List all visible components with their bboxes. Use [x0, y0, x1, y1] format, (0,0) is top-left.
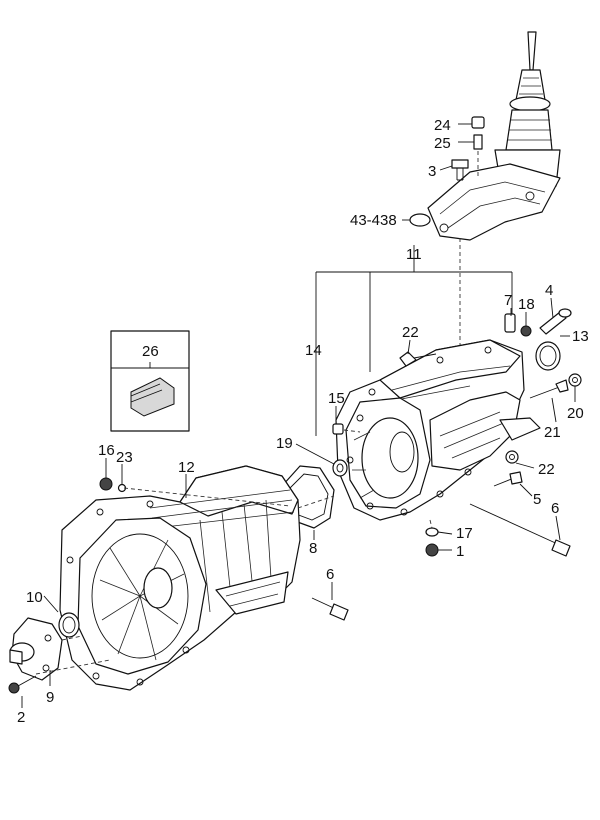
shift-lever-assembly	[427, 31, 561, 241]
label-2: 2	[17, 709, 25, 726]
plug-24	[471, 116, 485, 129]
label-19: 19	[276, 435, 293, 452]
label-12: 12	[178, 459, 195, 476]
callout-labels: 11 24 25 3 43-438 7 18 4 13 22 14 20 21 …	[17, 117, 589, 726]
ring-19	[332, 459, 348, 477]
extension-housing	[335, 339, 541, 521]
oring-17	[425, 527, 439, 537]
label-10: 10	[26, 589, 43, 606]
label-26: 26	[142, 343, 159, 360]
label-20: 20	[567, 405, 584, 422]
bolt-22-lower	[505, 450, 519, 464]
plug-1	[425, 543, 439, 557]
bolt-6-left	[311, 597, 349, 621]
label-6-left: 6	[326, 566, 334, 583]
label-16: 16	[98, 442, 115, 459]
label-7: 7	[504, 292, 512, 309]
label-9: 9	[46, 689, 54, 706]
plug-20	[568, 373, 582, 387]
bolt-5	[493, 471, 523, 487]
part-26-box	[110, 330, 190, 432]
bolt-21	[529, 379, 569, 399]
pin-25	[473, 134, 483, 150]
transmission-case-12	[59, 465, 301, 691]
bolt-2	[8, 675, 37, 694]
label-22-lower: 22	[538, 461, 555, 478]
pin-7	[504, 313, 516, 333]
label-6-right: 6	[551, 500, 559, 517]
bolt-6-right	[469, 503, 571, 557]
label-43-438: 43-438	[350, 212, 397, 229]
seal-13	[535, 341, 561, 371]
bearing-retainer-9	[9, 617, 63, 681]
label-21: 21	[544, 424, 561, 441]
leader-lines	[21, 123, 576, 708]
label-22-top: 22	[402, 324, 419, 341]
label-5: 5	[533, 491, 541, 508]
label-13: 13	[572, 328, 589, 345]
oring-ref	[409, 213, 431, 227]
label-25: 25	[434, 135, 451, 152]
label-4: 4	[545, 282, 553, 299]
bolt-22-top	[399, 351, 437, 367]
seal-10	[58, 612, 80, 638]
group-bracket-11	[315, 262, 513, 436]
label-23: 23	[116, 449, 133, 466]
pin-15	[332, 423, 344, 435]
bolt-4	[539, 308, 572, 335]
label-8: 8	[309, 540, 317, 557]
label-15: 15	[328, 390, 345, 407]
label-3: 3	[428, 163, 436, 180]
label-24: 24	[434, 117, 451, 134]
label-1: 1	[456, 543, 464, 560]
washer-18	[520, 325, 532, 337]
label-11: 11	[406, 246, 422, 263]
bolt-3	[451, 159, 469, 181]
plug-16	[99, 477, 113, 491]
label-17: 17	[456, 525, 473, 542]
label-14: 14	[305, 342, 322, 359]
label-18: 18	[518, 296, 535, 313]
